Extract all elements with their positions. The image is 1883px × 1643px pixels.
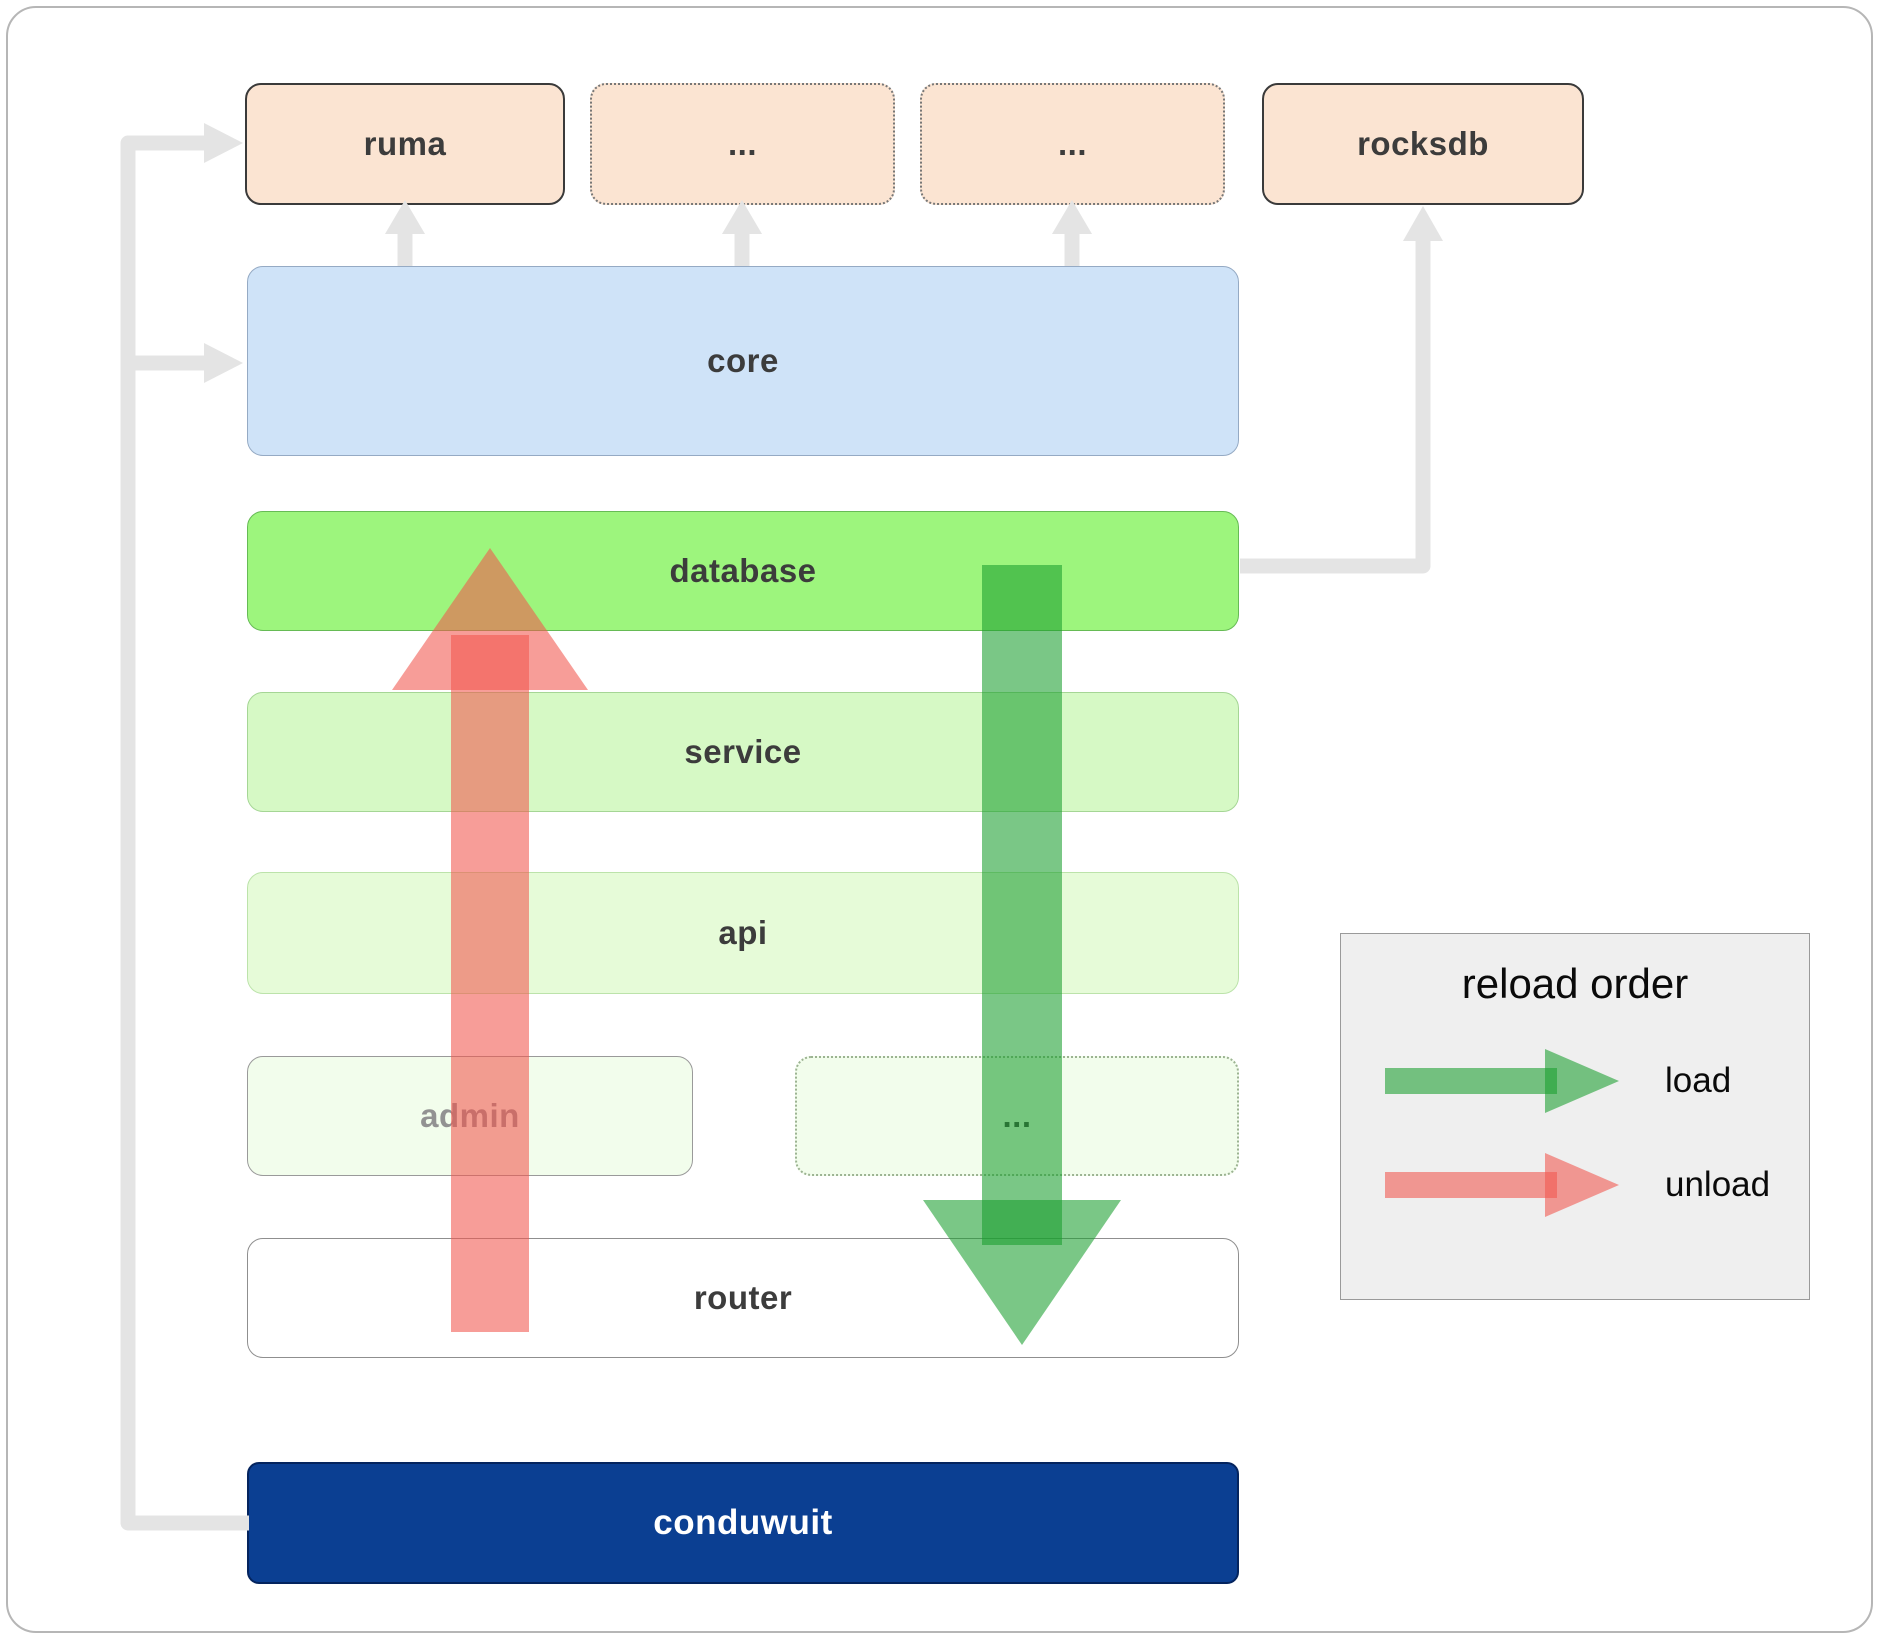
node-label: rocksdb	[1357, 125, 1489, 162]
node-api: api	[247, 872, 1239, 994]
legend-unload-row: unload	[1341, 1146, 1809, 1224]
node-label: router	[693, 1279, 793, 1316]
node-service: service	[247, 692, 1239, 812]
node-label: core	[707, 342, 779, 379]
legend: reload order load unload	[1340, 933, 1810, 1300]
legend-load-label: load	[1665, 1061, 1732, 1100]
node-label: admin	[420, 1097, 520, 1134]
node-database: database	[247, 511, 1239, 631]
node-label: ...	[1057, 125, 1087, 162]
node-label: ...	[727, 125, 757, 162]
node-label: conduwuit	[653, 1503, 833, 1542]
legend-unload-label: unload	[1665, 1165, 1771, 1204]
load-arrow-icon	[1385, 1049, 1619, 1113]
legend-title: reload order	[1461, 960, 1689, 1007]
unload-arrow-icon	[1385, 1153, 1619, 1217]
node-label: service	[684, 733, 802, 770]
diagram-frame	[6, 6, 1873, 1633]
node-label: database	[669, 552, 817, 589]
node-core: core	[247, 266, 1239, 456]
node-conduwuit: conduwuit	[247, 1462, 1239, 1584]
node-label: api	[718, 914, 768, 951]
node-ruma: ruma	[245, 83, 565, 205]
legend-load-row: load	[1341, 1042, 1809, 1120]
node-router: router	[247, 1238, 1239, 1358]
node-rocksdb: rocksdb	[1262, 83, 1584, 205]
node-ellipsis-mid: ...	[795, 1056, 1239, 1176]
node-label: ruma	[363, 125, 447, 162]
node-ellipsis-top-2: ...	[920, 83, 1225, 205]
node-ellipsis-top-1: ...	[590, 83, 895, 205]
node-label: ...	[1002, 1097, 1032, 1134]
node-admin: admin	[247, 1056, 693, 1176]
